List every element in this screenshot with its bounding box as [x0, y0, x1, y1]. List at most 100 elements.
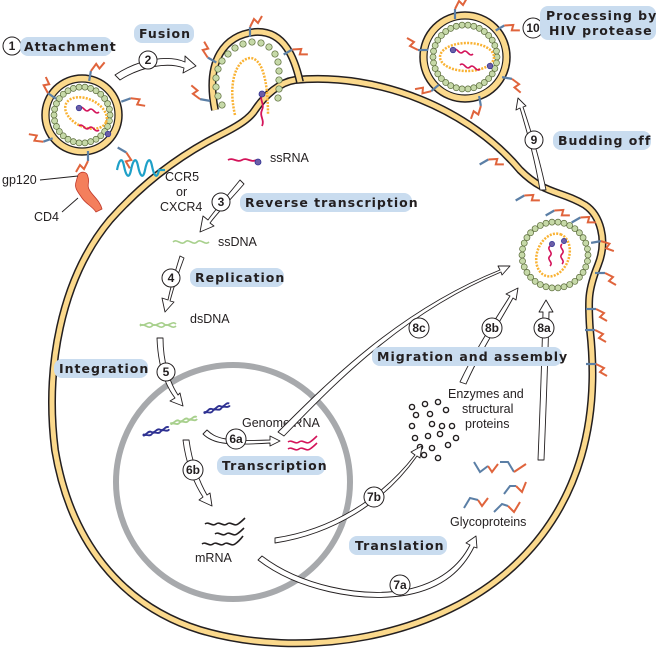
capsid-dot	[571, 277, 579, 285]
enzyme-protein-dots	[408, 398, 460, 462]
svg-text:8b: 8b	[485, 321, 499, 335]
capsid-dot	[582, 239, 590, 247]
capsid-dot	[531, 225, 539, 233]
capsid-dot	[458, 85, 466, 93]
virion-budding	[478, 152, 618, 378]
svg-text:6a: 6a	[229, 432, 243, 446]
protein-dot	[420, 451, 428, 459]
integrated-provirus	[142, 402, 231, 437]
capsid-dot	[470, 84, 478, 92]
svg-text:Attachment: Attachment	[24, 39, 117, 54]
capsid-dot	[51, 105, 58, 113]
svg-text:3: 3	[218, 195, 225, 209]
capsid-dot	[104, 123, 111, 130]
capsid-dot	[464, 85, 472, 93]
stage-label-processing: Processing by HIV protease	[540, 6, 656, 40]
mrna-strands	[201, 517, 246, 546]
protein-dot	[411, 434, 419, 442]
capsid-dot	[536, 222, 544, 229]
step-7a-badge: 7a	[389, 574, 411, 596]
nucleus	[113, 362, 353, 602]
capsid-dot	[55, 95, 63, 102]
stage-label-translation: Translation	[349, 536, 447, 555]
stage-label-reverse-transcription: Reverse transcription	[240, 193, 419, 212]
capsid-dot	[106, 111, 114, 119]
step-4-badge: 4	[161, 268, 181, 288]
capsid-dot	[104, 100, 111, 107]
svg-text:Transcription: Transcription	[222, 458, 328, 473]
stage-label-budding-off: Budding off	[553, 131, 651, 150]
enzymes-label-line2: structural	[462, 402, 513, 416]
svg-text:6b: 6b	[186, 463, 200, 477]
cell-membrane	[48, 75, 607, 648]
capsid-dot	[554, 218, 562, 226]
cd4-receptor	[75, 171, 103, 213]
svg-text:HIV protease: HIV protease	[549, 23, 653, 38]
capsid-dot	[536, 281, 544, 288]
capsid-dot	[582, 263, 590, 271]
svg-text:Reverse transcription: Reverse transcription	[245, 195, 419, 210]
capsid-dot	[87, 138, 95, 145]
capsid-dot	[571, 225, 579, 233]
protein-dot	[408, 403, 416, 411]
capsid-dot	[430, 59, 437, 67]
capsid-dot	[452, 22, 460, 30]
svg-text:7b: 7b	[367, 490, 381, 504]
capsid-dot	[59, 90, 67, 98]
protein-dot	[438, 422, 446, 430]
protein-dot	[408, 422, 416, 430]
capsid-dot	[566, 222, 574, 229]
capsid-dot	[475, 25, 483, 32]
capsid-dot	[429, 53, 437, 61]
capsid-dot	[520, 263, 528, 271]
svg-text:Replication: Replication	[195, 270, 285, 285]
step-6a-badge: 6a	[225, 428, 247, 450]
protein-dot	[448, 422, 456, 430]
ssdna-label: ssDNA	[218, 235, 258, 249]
enzymes-label-line3: proteins	[465, 417, 509, 431]
virion-mature	[405, 0, 524, 120]
capsid-dot	[447, 25, 455, 32]
capsid-dot	[579, 234, 587, 241]
step-7b-badge: 7b	[363, 486, 385, 508]
capsid-dot	[480, 28, 488, 35]
capsid-dot	[548, 218, 556, 226]
svg-text:4: 4	[168, 271, 175, 285]
stage-label-integration: Integration	[54, 359, 148, 378]
step-2-badge: 2	[138, 50, 158, 70]
genome-rna	[287, 435, 318, 451]
capsid-dot	[518, 251, 526, 259]
capsid-dot	[69, 85, 77, 92]
capsid-dot	[464, 21, 472, 29]
svg-text:Translation: Translation	[355, 538, 445, 553]
cxcr4-label: CXCR4	[160, 200, 202, 214]
glycoprotein-pieces	[463, 461, 527, 514]
protein-dot	[434, 454, 442, 462]
protein-dot	[444, 441, 452, 449]
step-1-badge: 1	[2, 36, 22, 56]
capsid-dot	[584, 257, 591, 265]
svg-text:8c: 8c	[412, 321, 426, 335]
svg-text:5: 5	[163, 365, 170, 379]
capsid-dot	[566, 281, 574, 288]
capsid-dot	[452, 84, 460, 92]
virion-attaching	[27, 59, 147, 174]
capsid-dot	[458, 21, 466, 29]
gp120-label: gp120	[2, 173, 37, 187]
enzymes-label-line1: Enzymes and	[448, 387, 524, 401]
capsid-dot	[584, 245, 591, 253]
capsid-dot	[470, 22, 478, 30]
capsid-dot	[438, 75, 445, 82]
protein-dot	[421, 400, 429, 408]
capsid-dot	[431, 42, 439, 49]
capsid-dot	[97, 132, 105, 140]
capsid-dot	[64, 135, 72, 143]
protein-dot	[442, 406, 450, 414]
capsid-dot	[101, 95, 109, 102]
cd4-label: CD4	[34, 210, 59, 224]
ssrna-strands	[227, 90, 266, 166]
capsid-dot	[55, 128, 63, 135]
capsid-dot	[576, 229, 583, 237]
fusion-site	[188, 14, 309, 116]
